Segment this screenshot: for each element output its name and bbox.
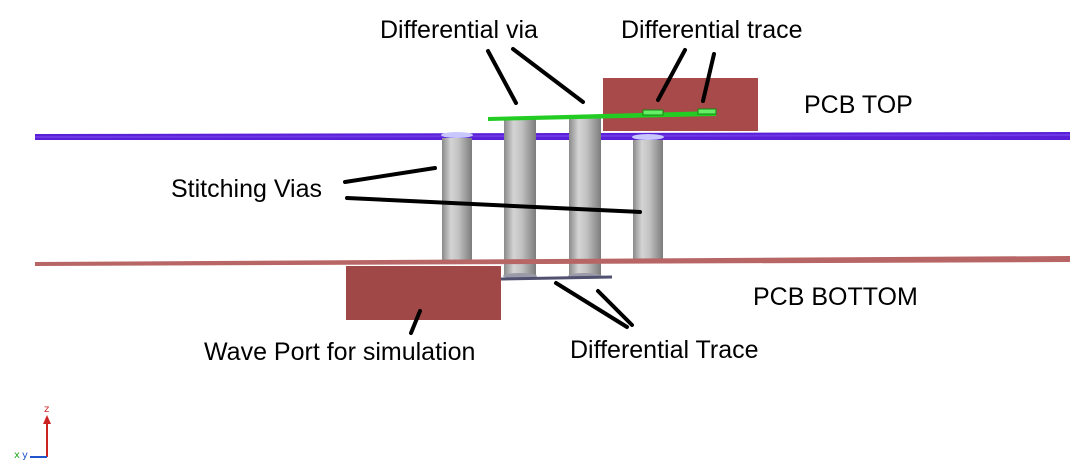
- differential-via: [504, 118, 536, 276]
- label-differential-trace-bottom: Differential Trace: [570, 336, 759, 364]
- via-pad: [632, 134, 664, 140]
- label-wave-port: Wave Port for simulation: [204, 338, 475, 366]
- z-axis-arrow-icon: [43, 415, 51, 424]
- label-differential-trace-top: Differential trace: [621, 16, 803, 44]
- y-axis-label: y: [22, 450, 28, 461]
- leader-trace-right: [701, 52, 716, 103]
- trace-pad: [697, 108, 717, 115]
- via-pad: [441, 132, 473, 138]
- leader-diff-trace-bottom-right: [596, 289, 634, 327]
- leader-diff-trace-bottom-left: [554, 281, 629, 329]
- wave-port-block: [346, 266, 501, 320]
- axis-triad: z x y: [14, 404, 51, 461]
- differential-trace-bottom: [500, 275, 613, 281]
- differential-via: [569, 118, 601, 276]
- wave-port-top-block: [603, 78, 758, 131]
- stitching-via: [442, 138, 472, 262]
- z-axis-label: z: [44, 404, 49, 415]
- leader-wave-port: [409, 309, 422, 335]
- leader-via-right: [511, 47, 585, 104]
- trace-pad: [642, 109, 664, 116]
- leader-stitch-upper: [343, 166, 437, 184]
- leader-lines: [343, 47, 716, 335]
- leader-trace-left: [656, 48, 687, 102]
- stitching-via: [633, 140, 663, 262]
- x-axis-label: x: [14, 450, 20, 461]
- leader-stitch-lower: [345, 196, 642, 214]
- pcb-top-plane-edge: [35, 134, 1070, 138]
- label-stitching-vias: Stitching Vias: [171, 175, 322, 203]
- leader-via-left: [486, 49, 518, 105]
- label-pcb-bottom: PCB BOTTOM: [753, 283, 918, 311]
- label-differential-via: Differential via: [380, 16, 538, 44]
- pcb-bottom-plane: [35, 256, 1070, 266]
- label-pcb-top: PCB TOP: [804, 91, 913, 119]
